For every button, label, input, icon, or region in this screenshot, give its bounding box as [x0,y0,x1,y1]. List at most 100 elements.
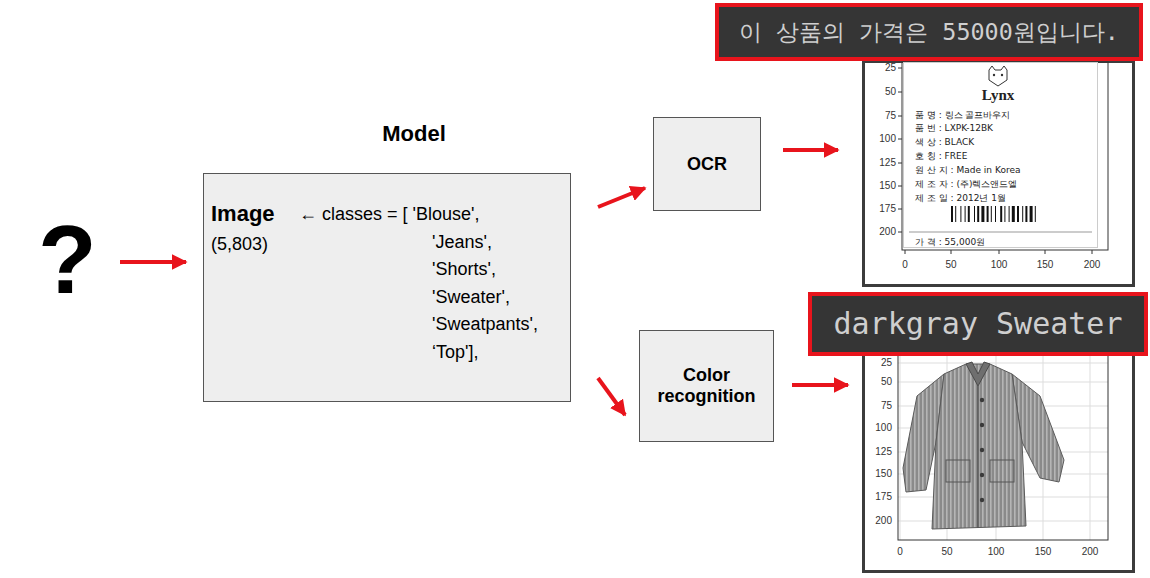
barcode-bar [965,206,966,222]
grid-line [1090,345,1091,540]
barcode-bar [1025,206,1027,222]
axes-frame [902,62,1108,250]
barcode-bar [1022,206,1023,222]
axis-tick: 150 [879,180,896,192]
plot-panel: 255075100125150175200050100150200Lynx품 명… [862,60,1135,287]
class-list: 'Shorts', [432,259,496,280]
tick-mark [898,163,902,164]
jacket-button [980,423,984,427]
tick-mark [898,116,902,117]
axis-tick: 50 [941,546,952,558]
axis-tick: 150 [875,468,892,480]
barcode-bar [955,206,956,222]
tick-mark [999,250,1000,254]
jacket-pocket [946,460,970,482]
barcode-bar [951,206,953,222]
tag-line: 제 조 일 : 2012년 1월 [915,193,1006,203]
grid [898,345,1108,540]
tick-mark [898,232,902,233]
tick-mark [898,209,902,210]
barcode-bar [981,206,984,222]
tag-line: 품 명 : 링스 골프바우지 [915,110,1010,120]
axis-tick: 150 [1035,546,1052,558]
input-label: Image [211,201,275,226]
axis-tick: 100 [991,259,1008,271]
jacket-placket [977,386,979,528]
result-text: 이 상품의 가격은 55000원입니다. [739,19,1119,46]
jacket-button [980,473,984,477]
grid-line [900,345,901,540]
axis-tick: 175 [879,203,896,215]
barcode-bar [1030,206,1033,222]
tag-line: 색 상 : BLACK [915,137,974,147]
flow-arrow [783,148,838,152]
jacket-button [980,448,984,452]
lynx-icon [989,66,1007,86]
axis-tick: 75 [881,400,892,412]
axis-tick: 200 [1082,546,1099,558]
barcode-bar [960,206,961,222]
icon-outline [989,66,1007,86]
tick-mark [898,92,902,93]
question-mark: ? [38,212,97,308]
tick-mark [898,139,902,140]
result-banner: darkgray Sweater [808,292,1148,356]
tag-line: 제 조 자 : (주)렉스앤드엘 [915,179,1018,189]
class-list: 'Sweater', [432,287,510,308]
axis-tick: 50 [945,259,956,271]
shape-label: (5,803) [211,234,268,255]
axis-tick: 25 [881,357,892,369]
jacket-pocket [990,460,1014,482]
flow-arrow [598,378,625,415]
tag-rule [909,232,1092,233]
box-label: Color recognition [640,365,773,406]
barcode-bar [1009,206,1010,222]
class-list: ‘Top'], [432,342,478,363]
axis-tick: 75 [885,110,896,122]
axis-tick: 100 [879,133,896,145]
axis-tick: 100 [875,422,892,434]
barcode-bar [995,206,996,222]
tick-mark [898,186,902,187]
price-tag: Lynx 품 명 : 링스 골프바우지품 번 : LXPK-12BK 색 상 : B… [903,62,1098,248]
result-text: darkgray Sweater [834,307,1123,342]
class-list: 'Sweatpants', [432,314,538,335]
tick-mark [905,250,906,254]
barcode-bar [1004,206,1005,222]
axis-tick: 50 [881,376,892,388]
axis-tick: 200 [875,515,892,527]
axis-tick: 0 [902,259,908,271]
barcode-bar [977,206,979,222]
jacket-button [980,498,984,502]
icon-eye [1001,74,1003,76]
barcode-bar [1017,206,1019,222]
jacket-collar [966,362,990,386]
jacket-button [980,398,984,402]
tick-mark [1092,250,1093,254]
jacket-illustration [903,362,1064,529]
flow-arrow [598,188,645,207]
barcode [951,206,1036,222]
axis-tick: 200 [1084,259,1101,271]
process-box: Color recognition [639,330,774,442]
grid-line [898,363,1108,364]
barcode-bar [974,206,975,222]
tag-line: 호 칭 : FREE [915,151,967,161]
tag-line: 원 산 지 : Made in Korea [915,165,1020,175]
barcode-bar [991,206,992,222]
box-heading: Model [382,121,446,146]
tag-line: 품 번 : LXPK-12BK [915,123,993,133]
axis-tick: 150 [1037,259,1054,271]
jacket-body [932,364,1026,529]
axis-tick: 125 [875,446,892,458]
model-box: ModelImage(5,803)← classes = [ 'Blouse',… [203,173,571,402]
axis-tick: 125 [879,157,896,169]
axes-frame [898,345,1108,540]
class-list: 'Jeans', [432,232,492,253]
input-arrow [120,260,186,264]
brand-logo: Lynx [982,87,1015,104]
barcode-bar [987,206,989,222]
axis-tick: 50 [885,86,896,98]
axis-tick: 200 [879,226,896,238]
process-box: OCR [653,117,761,211]
